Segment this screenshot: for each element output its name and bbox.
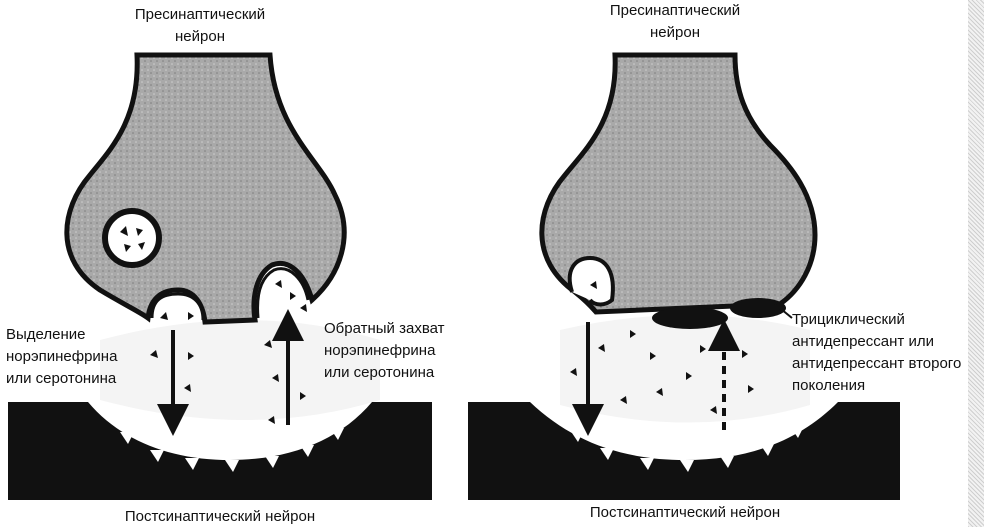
right-neurotransmitters (570, 281, 754, 414)
left-synaptic-cleft (100, 320, 380, 420)
left-reuptake-label: Обратный захват норэпинефрина или серото… (324, 320, 445, 381)
left-release-vesicle (150, 292, 205, 321)
right-presynaptic-label: Пресинаптический нейрон (609, 2, 741, 41)
right-blocked-transporter (652, 307, 728, 329)
right-postsynaptic-neuron (468, 402, 900, 500)
right-postsynaptic-label: Постсинаптический нейрон (589, 504, 781, 521)
right-drug-pointer (769, 299, 793, 319)
right-synaptic-cleft (560, 315, 810, 423)
left-release-label: Выделение норэпинефрина или серотонина (6, 326, 118, 387)
left-postsynaptic-label: Постсинаптический нейрон (124, 508, 316, 525)
right-release-vesicle (567, 255, 615, 307)
left-synaptic-vesicle (102, 208, 162, 268)
left-receptors (120, 428, 344, 472)
scan-edge-texture (968, 0, 984, 527)
right-blocked-transporter (730, 298, 786, 318)
left-reuptake-pocket (256, 267, 310, 319)
left-neurotransmitters (150, 280, 307, 424)
right-drug-label: Трициклический антидепрессант или антиде… (792, 311, 962, 394)
left-presynaptic-label: Пресинаптический нейрон (134, 6, 266, 45)
left-postsynaptic-neuron (8, 402, 432, 500)
